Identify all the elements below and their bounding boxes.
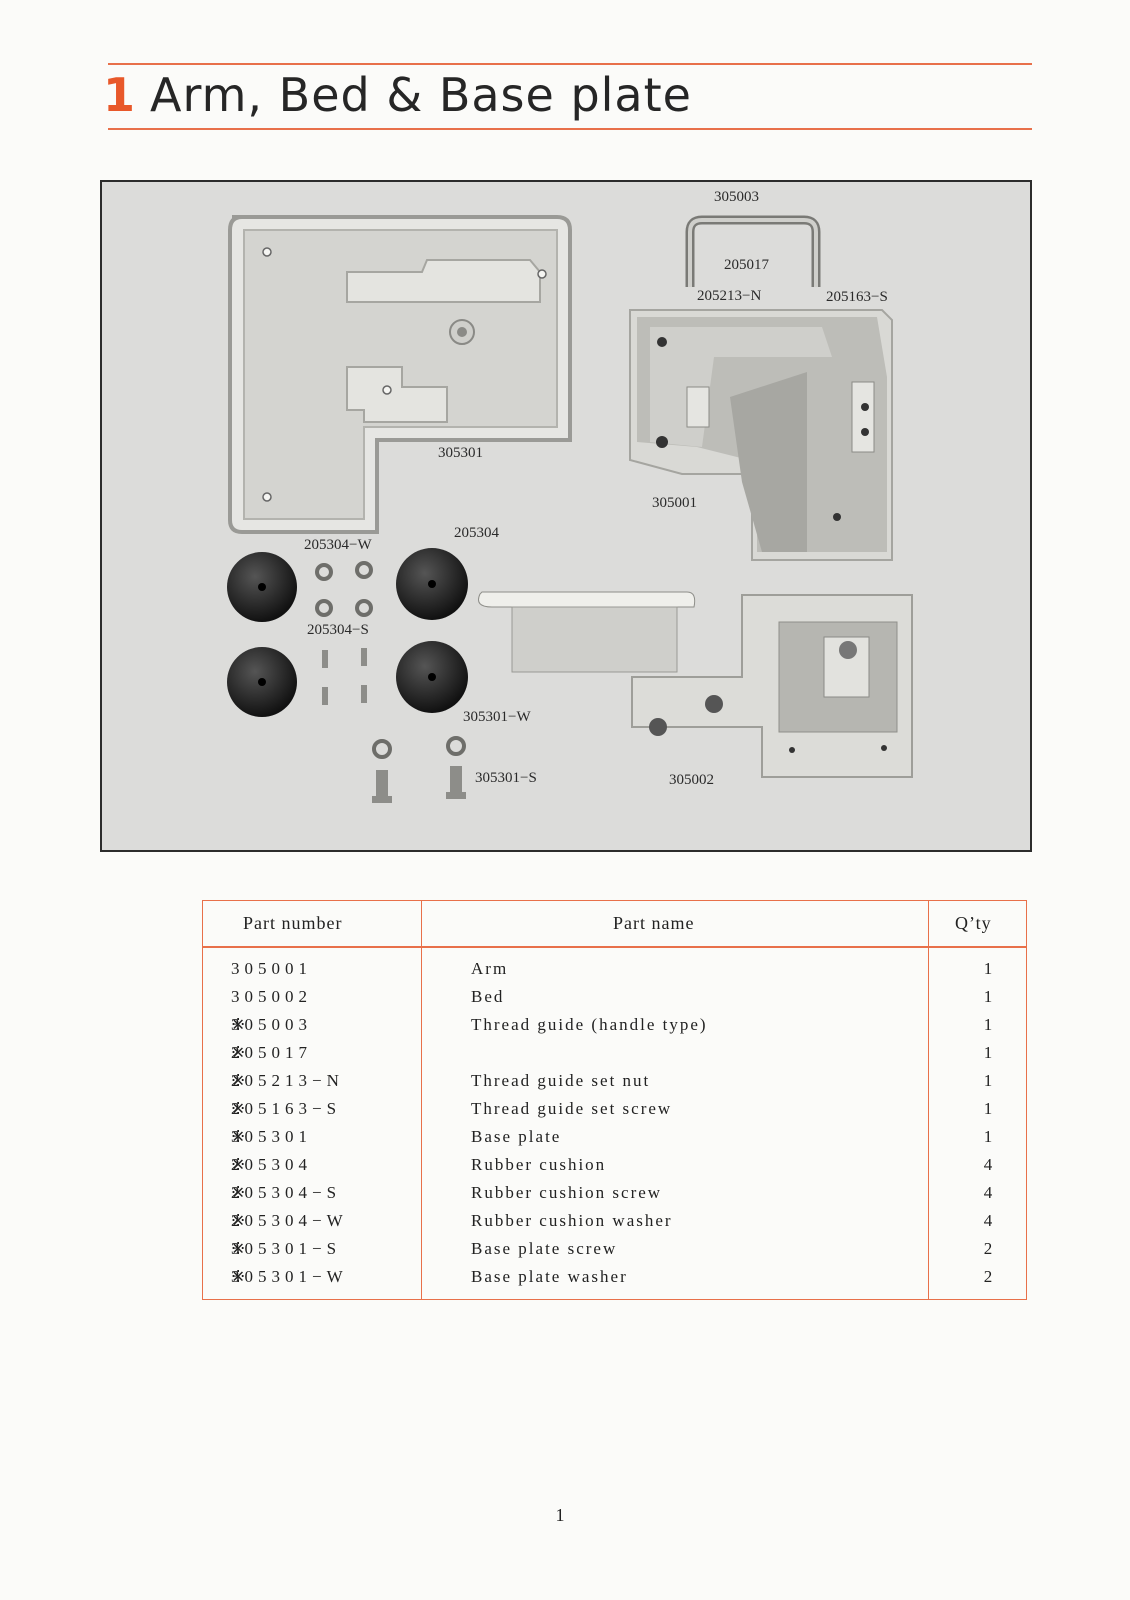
callout-label: 305301−S [475,770,537,786]
part-number: 205304 [231,1155,312,1174]
table-row: ※205304−S Rubber cushion screw 4 [203,1183,1028,1211]
screws-shape [322,648,466,803]
section-title: Arm, Bed & Base plate [150,68,692,122]
optional-mark: ※ [231,1183,246,1202]
optional-mark: ※ [231,1239,246,1258]
washers-screws-shape [315,561,466,759]
rubber-cushions-shape [227,548,468,717]
table-row: ※305301 Base plate 1 [203,1127,1028,1155]
part-number: 205213−N [231,1071,344,1090]
base-plate-shape [228,215,572,534]
table-row: 305001 Arm 1 [203,959,1028,987]
callout-label: 305301 [438,445,483,461]
header-qty: Q’ty [955,913,992,933]
part-qty: 1 [983,959,993,978]
part-name: Bed [471,987,505,1006]
table-row: ※205304−W Rubber cushion washer 4 [203,1211,1028,1239]
optional-mark: ※ [231,1071,246,1090]
table-row: ※205017 1 [203,1043,1028,1071]
part-name: Rubber cushion [471,1155,607,1174]
callout-label: 205304 [454,525,499,541]
part-qty: 1 [983,1015,993,1034]
part-number: 205304−S [231,1183,342,1202]
section-number: 1 [103,68,137,122]
part-qty: 1 [983,1127,993,1146]
part-number: 205163−S [231,1099,342,1118]
part-name: Base plate screw [471,1239,618,1258]
part-qty: 2 [983,1239,993,1258]
parts-table: Part number Part name Q’ty 305001 Arm 1 … [202,900,1027,1300]
header-rule-top [108,63,1032,65]
callout-label: 305002 [669,772,714,788]
callout-label: 305001 [652,495,697,511]
table-row: ※205304 Rubber cushion 4 [203,1155,1028,1183]
parts-photo: 305003 205017 205213−N 205163−S 305301 3… [100,180,1032,852]
column-divider [928,901,929,1299]
part-number: 305001 [231,959,312,978]
part-qty: 1 [983,1071,993,1090]
column-divider [421,901,422,1299]
part-number: 305301 [231,1127,312,1146]
thread-guide-handle-shape [685,215,821,287]
part-qty: 1 [983,1043,993,1062]
part-qty: 1 [983,1099,993,1118]
part-name: Rubber cushion washer [471,1211,673,1230]
callout-label: 205304−S [307,622,369,638]
header-part-number: Part number [243,913,343,933]
part-number: 205304−W [231,1211,348,1230]
table-row: ※305301−S Base plate screw 2 [203,1239,1028,1267]
table-row: ※305003 Thread guide (handle type) 1 [203,1015,1028,1043]
header-part-name: Part name [613,913,695,933]
header-divider [203,946,1026,948]
optional-mark: ※ [231,1127,246,1146]
callout-label: 205017 [724,257,769,273]
parts-illustration [227,215,913,803]
bed-shape [478,591,913,778]
callout-label: 205304−W [304,537,372,553]
part-qty: 4 [983,1183,993,1202]
part-number: 305301−S [231,1239,342,1258]
optional-mark: ※ [231,1267,246,1286]
optional-mark: ※ [231,1015,246,1034]
part-qty: 1 [983,987,993,1006]
part-name: Thread guide set nut [471,1071,651,1090]
part-qty: 4 [983,1155,993,1174]
header-rule-bottom [108,128,1032,130]
table-row: ※205213−N Thread guide set nut 1 [203,1071,1028,1099]
optional-mark: ※ [231,1211,246,1230]
optional-mark: ※ [231,1155,246,1174]
callout-label: 305003 [714,189,759,205]
part-name: Base plate [471,1127,562,1146]
part-number: 305003 [231,1015,312,1034]
optional-mark: ※ [231,1043,246,1062]
part-name: Arm [471,959,509,978]
part-number: 205017 [231,1043,312,1062]
arm-shape [629,309,893,561]
part-name: Rubber cushion screw [471,1183,663,1202]
table-row: ※305301−W Base plate washer 2 [203,1267,1028,1295]
table-row: ※205163−S Thread guide set screw 1 [203,1099,1028,1127]
callout-label: 205163−S [826,289,888,305]
part-qty: 4 [983,1211,993,1230]
page-number: 1 [555,1505,565,1525]
part-name: Thread guide (handle type) [471,1015,708,1034]
table-row: 305002 Bed 1 [203,987,1028,1015]
part-name: Base plate washer [471,1267,628,1286]
part-number: 305002 [231,987,312,1006]
callout-label: 205213−N [697,288,762,304]
part-number: 305301−W [231,1267,348,1286]
callout-label: 305301−W [463,709,531,725]
optional-mark: ※ [231,1099,246,1118]
part-qty: 2 [983,1267,993,1286]
part-name: Thread guide set screw [471,1099,673,1118]
